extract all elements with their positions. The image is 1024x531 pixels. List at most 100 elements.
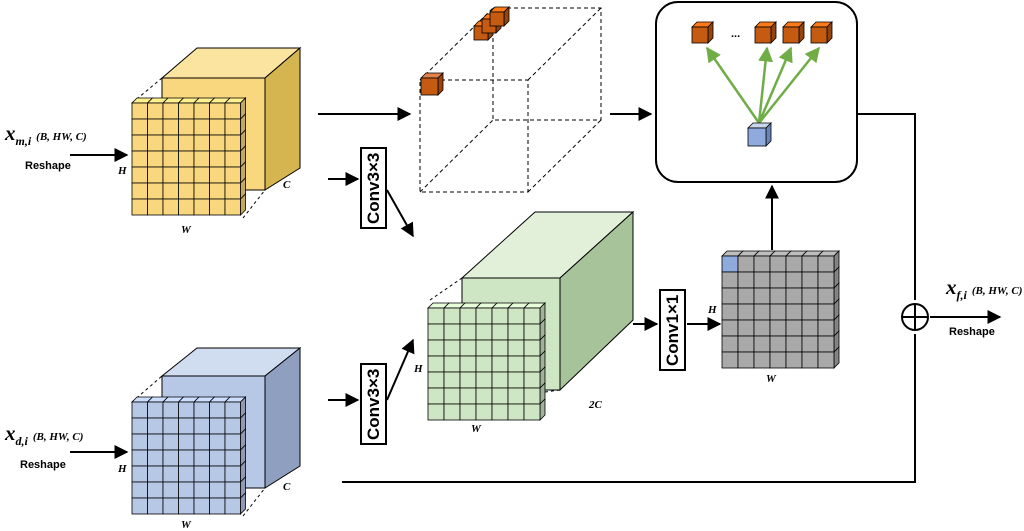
xm-grid-cell [178,198,195,216]
xm-grid-cell [224,166,241,184]
xm-grid-cell [147,150,164,168]
xd-grid-cell [147,497,164,515]
attention-map [721,250,840,369]
xm-grid-cell [224,182,241,200]
xf-reshape: Reshape [949,326,995,338]
xd-grid-cell [224,481,241,499]
xd-grid-cell [131,401,148,419]
map-grid-cell [753,255,771,273]
xd-c-label: C [283,481,291,493]
xd-h-label: H [117,463,127,475]
map-grid-cell [785,287,803,305]
orange-cubes-back [473,6,510,41]
concat-grid-cell [507,307,525,325]
concat-grid-cell [491,355,509,373]
concat-grid-cell [523,307,541,325]
map-grid-cell [817,255,835,273]
xm-symbol: x [4,121,16,145]
xd-grid-cell [193,465,210,483]
xm-grid-cell [131,198,148,216]
orange-cube-front [420,72,444,96]
xd-grid-cell [178,481,195,499]
map-grid-cell [769,271,787,289]
xd-grid-cell [209,449,226,467]
xd-grid-cell [224,497,241,515]
map-grid-cell [817,303,835,321]
xm-grid-cell [131,118,148,136]
xd-grid-cell [162,465,179,483]
xm-grid-cell [147,182,164,200]
concat-grid-cell [443,355,461,373]
xf-shape: (B, HW, C) [972,285,1023,297]
map-grid-cell [737,255,755,273]
map-grid-cell [737,351,755,369]
xd-grid-cell [193,401,210,419]
xm-grid-cell [131,182,148,200]
map-grid-cell [753,351,771,369]
xd-grid-cell [162,481,179,499]
concat-grid-cell [427,387,445,405]
map-grid-cell [753,271,771,289]
map-grid-cell [737,271,755,289]
concat-grid-cell [507,371,525,389]
sum-operator [901,303,929,331]
concat-grid [427,302,546,421]
map-grid-cell [801,319,819,337]
xm-grid-cell [193,150,210,168]
xd-grid-cell [209,465,226,483]
xd-grid-cell [178,401,195,419]
xd-grid-cell [178,449,195,467]
map-grid-cell [721,287,739,305]
concat-grid-cell [491,403,509,421]
concat-grid-cell [523,339,541,357]
xm-reshape: Reshape [25,160,71,172]
xd-symbol: x [4,421,16,445]
xm-grid-cell [224,118,241,136]
map-grid-cell [737,303,755,321]
concat-grid-cell [443,371,461,389]
concat-grid-cell [507,403,525,421]
xm-grid-cell [131,134,148,152]
xm-subscript: m,i [16,134,32,148]
map-grid-cell [817,351,835,369]
xd-grid-cell [147,481,164,499]
xd-grid-cell [147,465,164,483]
xf-symbol: x [945,275,957,299]
xd-grid-cell [147,417,164,435]
map-grid-cell [721,255,739,273]
xm-grid-cell [224,198,241,216]
xm-grid-cell [162,166,179,184]
xd-w-label: W [181,519,192,531]
xm-grid-cell [178,166,195,184]
concat-grid-cell [427,403,445,421]
map-h-label: H [707,304,717,316]
xd-grid-cell [178,417,195,435]
map-grid-cell [721,319,739,337]
map-grid-cell [817,287,835,305]
conv3-bottom-label: Conv3×3 [364,369,383,440]
xd-grid-cell [193,433,210,451]
xd-grid-cell [193,497,210,515]
xm-grid-cell [224,102,241,120]
xm-grid-cell [162,118,179,136]
map-grid-cell [801,335,819,353]
xd-grid-cell [162,401,179,419]
query-cube [747,122,772,147]
xd-feature-tensor [131,346,302,517]
xm-grid-cell [193,198,210,216]
concat-grid-cell [491,339,509,357]
concat-grid-cell [443,339,461,357]
key-cube [782,26,800,44]
concat-grid-cell [507,339,525,357]
xd-grid-cell [131,481,148,499]
xm-label: xm,i(B, HW, C) Reshape [4,121,87,172]
concat-grid-cell [491,371,509,389]
concat-grid-cell [459,355,477,373]
concat-grid-cell [427,355,445,373]
xd-grid-cell [162,497,179,515]
map-grid-cell [753,287,771,305]
xd-grid-cell [178,497,195,515]
xd-reshape: Reshape [20,459,66,471]
xd-grid-cell [193,417,210,435]
